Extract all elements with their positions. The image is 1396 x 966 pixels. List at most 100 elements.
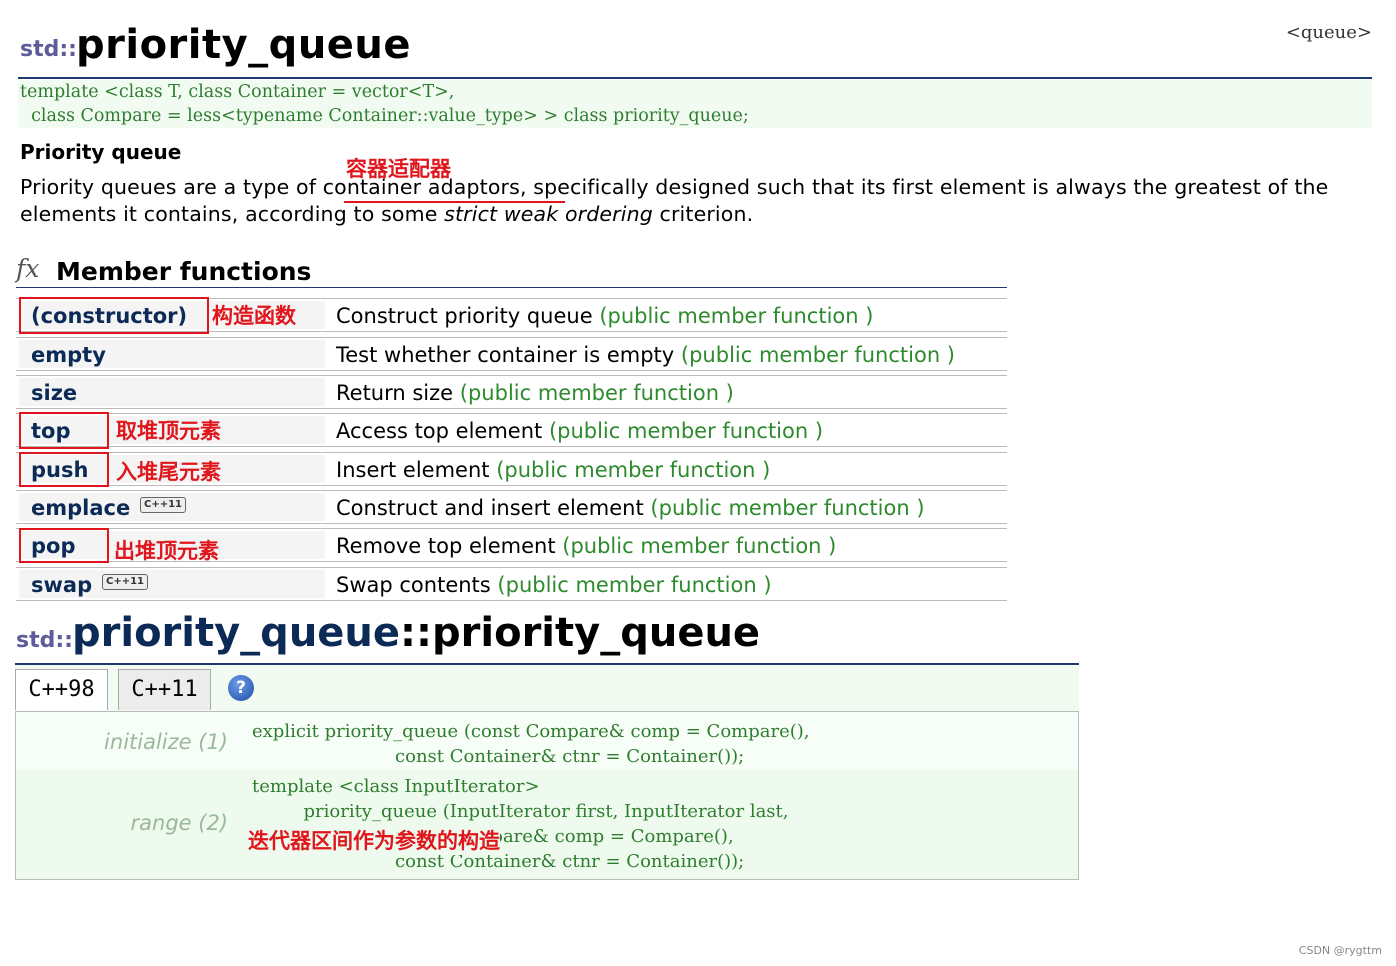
- function-description-cell: Construct priority queue (public member …: [329, 301, 1007, 329]
- member-function-row: size Return size (public member function …: [16, 375, 1007, 409]
- annotation-top: 取堆顶元素: [116, 419, 221, 443]
- function-link[interactable]: size: [31, 381, 78, 405]
- member-function-row: top Access top element (public member fun…: [16, 413, 1007, 447]
- page-title: priority_queue: [76, 22, 412, 68]
- namespace-prefix: std::: [20, 37, 77, 62]
- description-text: Remove top element: [336, 534, 556, 558]
- annotation-box-pop: [19, 528, 109, 563]
- help-icon[interactable]: ?: [228, 675, 254, 701]
- function-link[interactable]: (constructor): [31, 304, 188, 328]
- annotation-box-push: [19, 452, 109, 487]
- description-text: Construct priority queue: [336, 304, 593, 328]
- header-file-link[interactable]: <queue>: [1285, 22, 1372, 43]
- desc-part-3: criterion.: [652, 202, 754, 226]
- overload-label: initialize (1): [104, 730, 228, 754]
- function-description: Return size (public member function ): [336, 381, 734, 405]
- title-rule: [18, 77, 1372, 79]
- function-link[interactable]: pop: [31, 534, 76, 558]
- description-title: Priority queue: [20, 140, 182, 164]
- ctor-title: priority_queue::priority_queue: [72, 610, 760, 656]
- function-link[interactable]: emplace: [31, 496, 131, 520]
- code-line: template <class InputIterator>: [252, 776, 540, 797]
- code-line: const Container& ctnr = Container());: [252, 851, 745, 872]
- member-function-row: empty Test whether container is empty (pu…: [16, 337, 1007, 371]
- function-description: Construct priority queue (public member …: [336, 304, 873, 328]
- function-name-cell: top: [19, 416, 325, 444]
- member-function-row: push Insert element (public member functi…: [16, 452, 1007, 486]
- public-member-label: (public member function ): [680, 343, 956, 367]
- public-member-label: (public member function ): [562, 534, 837, 558]
- overload-initialize: initialize (1) explicit priority_queue (…: [16, 712, 1078, 769]
- function-description-cell: Swap contents (public member function ): [329, 570, 1007, 598]
- member-function-row: (constructor) Construct priority queue (p…: [16, 298, 1007, 332]
- ctor-title-class: priority_queue: [72, 610, 401, 656]
- ctor-title-member: ::priority_queue: [400, 610, 761, 656]
- function-name-cell: emplace C++11: [19, 493, 325, 521]
- watermark: CSDN @rygttm: [1298, 944, 1382, 957]
- function-name-cell: empty: [19, 340, 325, 368]
- function-link[interactable]: swap: [31, 573, 93, 597]
- function-description-cell: Insert element (public member function ): [329, 455, 1007, 483]
- public-member-label: (public member function ): [650, 496, 925, 520]
- function-description: Access top element (public member functi…: [336, 419, 823, 443]
- code-line: const Container& ctnr = Container());: [252, 746, 745, 767]
- constructor-overloads: initialize (1) explicit priority_queue (…: [15, 711, 1079, 880]
- annotation-box-constructor: [19, 297, 209, 334]
- function-description-cell: Access top element (public member functi…: [329, 416, 1007, 444]
- description-text: Test whether container is empty: [336, 343, 675, 367]
- function-description: Insert element (public member function ): [336, 458, 770, 482]
- desc-emphasis: strict weak ordering: [444, 202, 653, 226]
- fx-icon: fx: [16, 254, 40, 283]
- annotation-container-adaptor: 容器适配器: [346, 157, 451, 181]
- desc-part-1: Priority queues are a type of: [20, 175, 323, 199]
- ctor-namespace-prefix: std::: [16, 628, 73, 653]
- function-description-cell: Test whether container is empty (public …: [329, 340, 1007, 368]
- annotation-box-top: [19, 412, 109, 449]
- member-function-row: pop Remove top element (public member fun…: [16, 528, 1007, 562]
- declaration-line-1: template <class T, class Container = vec…: [20, 82, 455, 102]
- cpp11-badge-icon: C++11: [102, 574, 149, 590]
- function-name-cell: push: [19, 455, 325, 483]
- description-text: Priority queues are a type of container …: [20, 174, 1380, 228]
- overload-code: template <class InputIterator> priority_…: [252, 774, 789, 874]
- member-function-row: swap C++11 Swap contents (public member fu…: [16, 567, 1007, 601]
- function-description-cell: Return size (public member function ): [329, 378, 1007, 406]
- description-text: Swap contents: [336, 573, 491, 597]
- function-link[interactable]: top: [31, 419, 71, 443]
- desc-part-2: , specifically designed such that its fi…: [20, 175, 1329, 226]
- function-name-cell: swap C++11: [19, 570, 325, 598]
- public-member-label: (public member function ): [459, 381, 734, 405]
- function-description: Remove top element (public member functi…: [336, 534, 836, 558]
- member-functions-rule: [16, 287, 1007, 288]
- description-text: Access top element: [336, 419, 543, 443]
- annotation-push: 入堆尾元素: [116, 460, 221, 484]
- function-description: Construct and insert element (public mem…: [336, 496, 925, 520]
- description-text: Construct and insert element: [336, 496, 644, 520]
- public-member-label: (public member function ): [599, 304, 874, 328]
- public-member-label: (public member function ): [497, 573, 772, 597]
- annotation-pop: 出堆顶元素: [114, 539, 219, 563]
- function-description: Swap contents (public member function ): [336, 573, 772, 597]
- ctor-rule: [15, 663, 1079, 665]
- function-link[interactable]: push: [31, 458, 89, 482]
- overload-code: explicit priority_queue (const Compare& …: [252, 719, 810, 769]
- function-description-cell: Construct and insert element (public mem…: [329, 493, 1007, 521]
- function-link[interactable]: empty: [31, 343, 106, 367]
- function-name-cell: size: [19, 378, 325, 406]
- overload-label: range (2): [130, 811, 228, 835]
- overload-range: range (2) template <class InputIterator>…: [16, 770, 1078, 879]
- cpp11-badge-icon: C++11: [140, 497, 187, 513]
- member-functions-title: Member functions: [56, 257, 312, 286]
- declaration-line-2: class Compare = less<typename Container:…: [20, 106, 749, 126]
- code-line: explicit priority_queue (const Compare& …: [252, 721, 810, 742]
- public-member-label: (public member function ): [548, 419, 824, 443]
- class-declaration: template <class T, class Container = vec…: [18, 80, 1372, 128]
- function-description: Test whether container is empty (public …: [336, 343, 955, 367]
- container-adaptors-link[interactable]: container adaptors: [322, 175, 520, 199]
- function-name-cell: (constructor): [19, 301, 325, 329]
- function-description-cell: Remove top element (public member functi…: [329, 531, 1007, 559]
- member-function-row: emplace C++11 Construct and insert element…: [16, 490, 1007, 524]
- tab-cpp11[interactable]: C++11: [118, 669, 211, 710]
- annotation-underline: [344, 201, 565, 203]
- tab-cpp98[interactable]: C++98: [15, 669, 108, 710]
